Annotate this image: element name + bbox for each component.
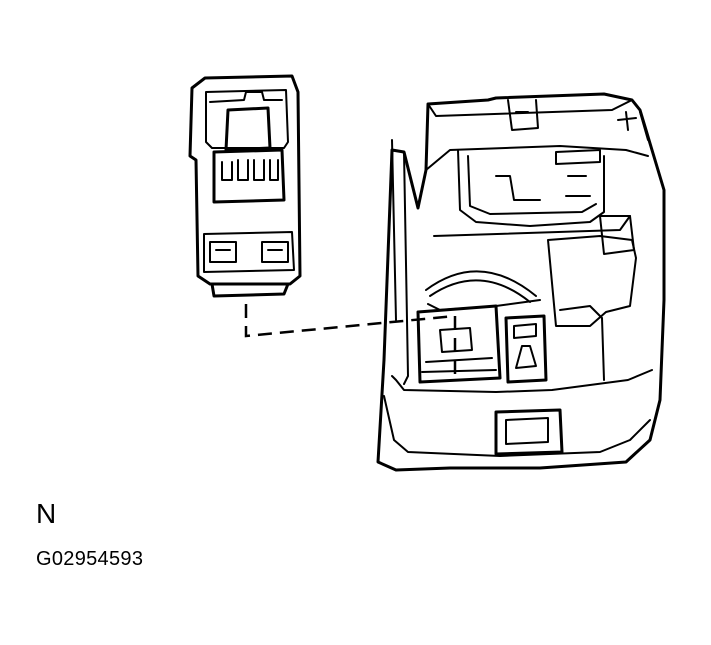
leader-line: [244, 304, 457, 378]
connector-pins: [221, 159, 279, 181]
lower-vent-opening: [494, 408, 564, 456]
switch-connector: [188, 74, 302, 298]
mating-socket: [416, 304, 502, 384]
side-switch-slot: [504, 314, 548, 384]
view-letter: N: [36, 498, 57, 529]
figure-code: G02954593: [36, 548, 144, 570]
console-housing: [376, 92, 666, 472]
